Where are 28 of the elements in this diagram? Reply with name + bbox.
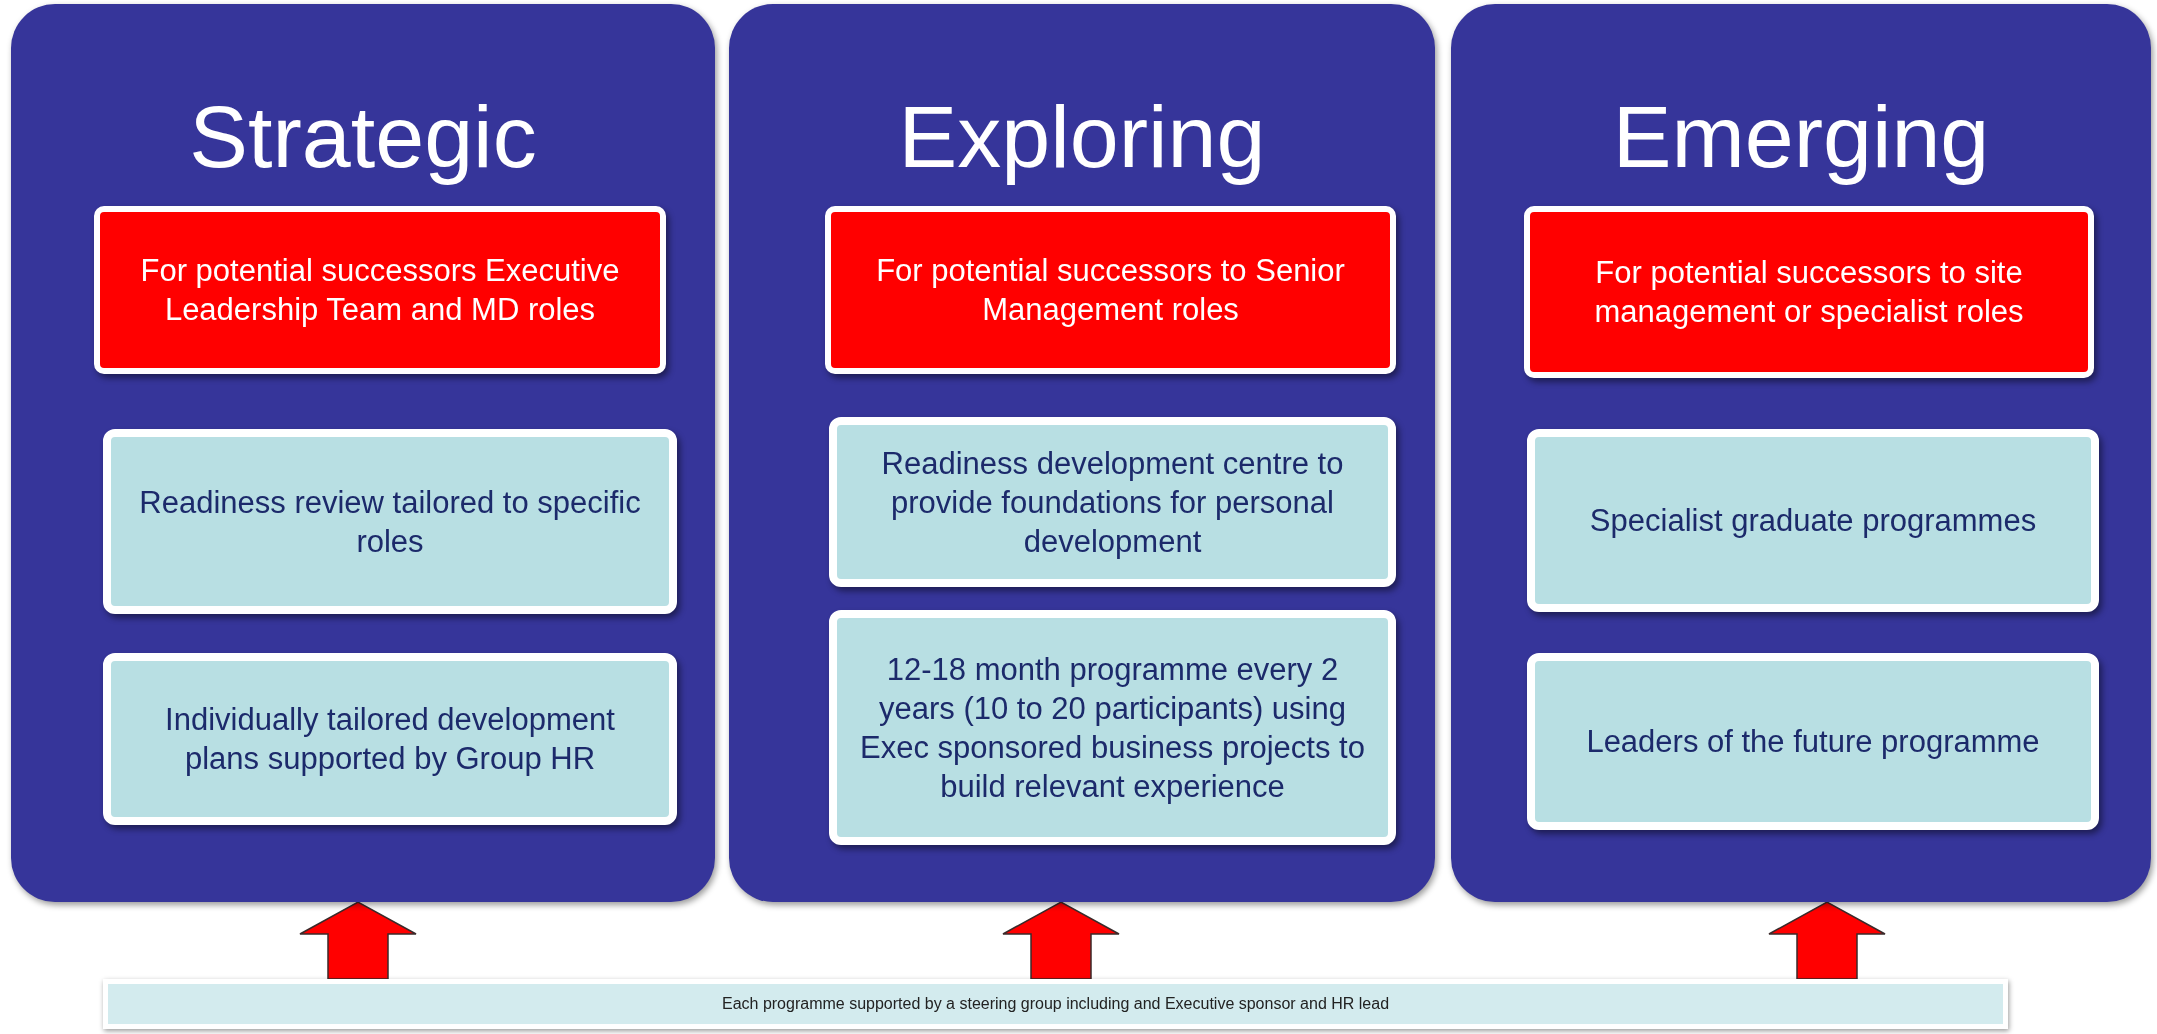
box-text: Readiness development centre to provide foundations for personal development (880, 444, 1345, 561)
box-text: Readiness review tailored to specific roles (138, 483, 642, 561)
box-text: Leaders of the future programme (1586, 723, 2040, 761)
box-text: For potential successors Executive Leadership Team and MD roles (139, 252, 621, 329)
audience-box (94, 206, 666, 374)
programme-box (1527, 653, 2099, 830)
box-text: For potential successors to site management or specialist roles (1593, 254, 2025, 331)
box-text: For potential successors to Senior Management roles (875, 252, 1346, 329)
programme-box (103, 429, 677, 614)
box-text: Individually tailored development plans supported by Group HR (164, 701, 616, 778)
block-arrow (1002, 901, 1120, 980)
column-title: Exploring (897, 86, 1267, 188)
column-panel (11, 4, 715, 902)
column-panel (729, 4, 1435, 902)
column-panel (1451, 4, 2151, 902)
column-title: Strategic (188, 86, 538, 188)
box-text: 12-18 month programme every 2 years (10 to 20 participants) using Exec sponsored business projects to build relevant experience (859, 650, 1366, 806)
block-arrow (1768, 901, 1886, 980)
audience-box (1524, 206, 2094, 378)
programme-box (1527, 429, 2099, 612)
box-text: Each programme supported by a steering group including and Executive sponsor and HR lead (721, 994, 1390, 1014)
box-text: Specialist graduate programmes (1589, 502, 2037, 540)
programme-box (829, 610, 1396, 845)
programme-box (103, 653, 677, 825)
block-arrow (299, 901, 417, 980)
column-title: Emerging (1611, 86, 1991, 188)
audience-box (825, 206, 1396, 374)
programme-box (829, 417, 1396, 587)
